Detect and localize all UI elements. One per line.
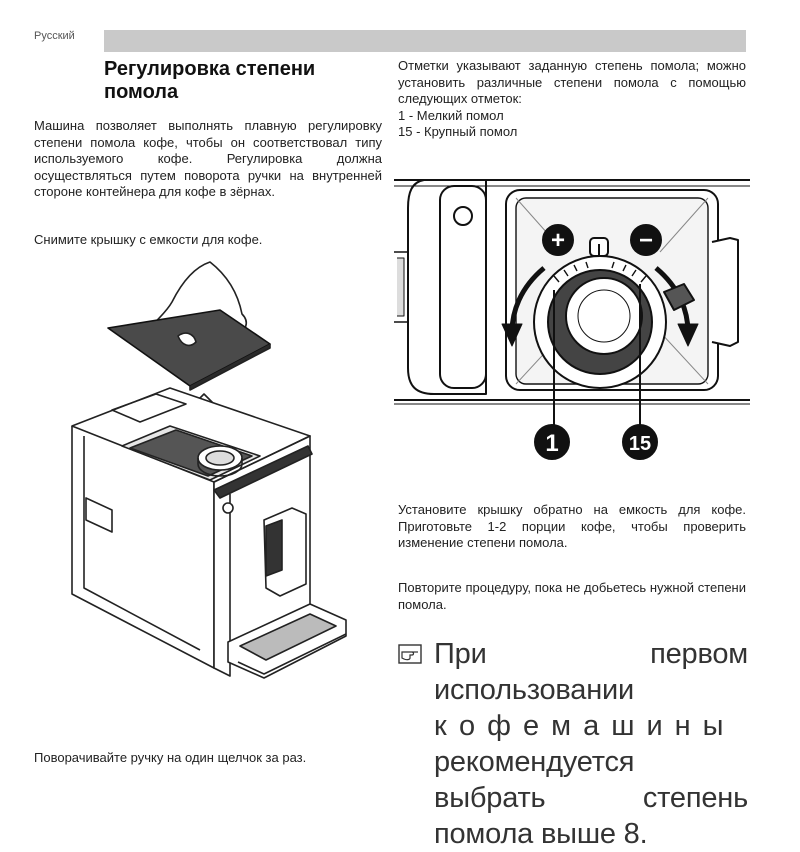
grinder-knob-illustration: + − 1 15 [394, 179, 750, 460]
plus-label: + [551, 227, 565, 254]
tip-note: При первом использовании кофемашины реко… [398, 636, 748, 852]
language-label: Русский [34, 30, 75, 42]
page-title: Регулировка степени помола [104, 58, 316, 103]
mark-fine: 1 - Мелкий помол [398, 107, 504, 123]
tip-line-3: рекомендуется выбрать степень помола выш… [434, 746, 748, 850]
callout-fine: 1 [545, 430, 558, 457]
tip-text: При первом использовании кофемашины реко… [434, 636, 748, 852]
tip-line-1: При первом использовании [434, 638, 748, 706]
pointing-hand-icon [398, 644, 422, 664]
mark-coarse: 15 - Крупный помол [398, 124, 518, 139]
marks-intro: Отметки указывают заданную степень помол… [398, 58, 746, 106]
coffee-machine-illustration [71, 261, 347, 679]
intro-paragraph: Машина позволяет выполнять плавную регул… [34, 118, 382, 199]
header-bar [104, 30, 746, 52]
replace-lid-instruction: Установите крышку обратно на емкость для… [398, 502, 746, 550]
repeat-instruction: Повторите процедуру, пока не добьетесь н… [398, 580, 746, 612]
turn-knob-instruction: Поворачивайте ручку на один щелчок за ра… [34, 750, 307, 765]
remove-lid-instruction: Снимите крышку с емкости для кофе. [34, 232, 263, 247]
callout-coarse: 15 [629, 433, 651, 455]
tip-line-2: кофемашины [434, 710, 736, 742]
minus-label: − [639, 227, 653, 254]
marks-description: Отметки указывают заданную степень помол… [398, 58, 746, 141]
